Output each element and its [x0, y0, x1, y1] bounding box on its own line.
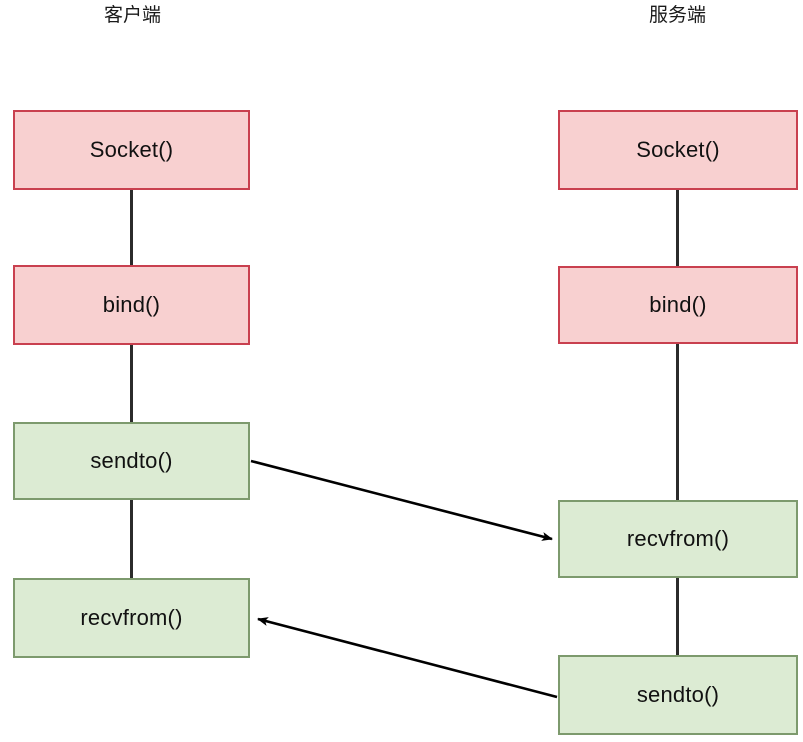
- connector-server-recvfrom-sendto: [676, 576, 679, 657]
- node-server-socket[interactable]: Socket(): [558, 110, 798, 190]
- node-client-recvfrom[interactable]: recvfrom(): [13, 578, 250, 658]
- connector-client-socket-bind: [130, 188, 133, 267]
- connector-server-socket-bind: [676, 188, 679, 268]
- column-header-server: 服务端: [648, 4, 706, 26]
- node-server-sendto[interactable]: sendto(): [558, 655, 798, 735]
- arrow-client-sendto-to-server-recvfrom: [250, 459, 553, 541]
- node-client-sendto[interactable]: sendto(): [13, 422, 250, 500]
- node-client-socket[interactable]: Socket(): [13, 110, 250, 190]
- connector-server-bind-recvfrom: [676, 342, 679, 502]
- column-header-client: 客户端: [103, 4, 161, 26]
- connector-client-sendto-recvfrom: [130, 498, 133, 580]
- node-client-bind[interactable]: bind(): [13, 265, 250, 345]
- node-server-bind[interactable]: bind(): [558, 266, 798, 344]
- node-server-recvfrom[interactable]: recvfrom(): [558, 500, 798, 578]
- arrow-server-sendto-to-client-recvfrom: [257, 617, 558, 699]
- connector-client-bind-sendto: [130, 343, 133, 424]
